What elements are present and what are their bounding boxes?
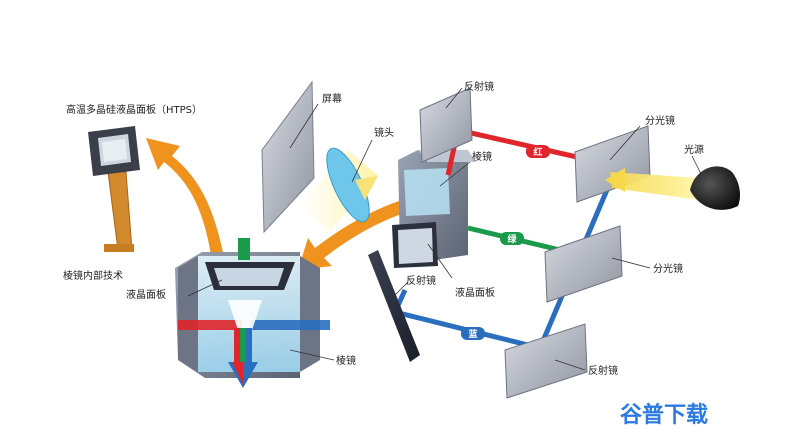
lens [326,139,378,223]
label-mirror-top: 反射镜 [464,80,494,93]
label-htps-panel: 高温多晶硅液晶面板（HTPS） [66,103,202,116]
label-lcd-panel-left: 液晶面板 [126,288,166,301]
label-prism-internal: 棱镜内部技术 [63,269,123,282]
orange-arrow-center [298,195,420,270]
light-source-bulb [690,155,740,210]
label-lcd-panel-center: 液晶面板 [455,286,495,299]
leader-prism-left [289,349,335,361]
leader-lcd-left [187,279,223,297]
htps-panel-chip [88,126,140,252]
label-lens: 镜头 [374,126,394,139]
label-prism-left: 棱镜 [336,354,356,367]
green-beam-label: 绿 [500,232,524,245]
label-dichroic-top: 分光镜 [645,114,675,127]
label-prism-center: 棱镜 [472,150,492,163]
mirror-top [419,87,473,163]
svg-text:红: 红 [533,146,542,158]
orange-arrow-up [146,138,225,262]
mirror-left [368,250,420,362]
watermark: 谷普下载 [620,402,708,428]
light-beam [605,168,700,200]
enlarged-prism-cube [175,238,330,388]
label-screen: 屏幕 [322,92,342,105]
dichroic-mid [544,225,651,303]
red-beam-label: 红 [526,145,550,158]
screen [261,80,319,234]
label-light-source: 光源 [684,143,704,156]
label-mirror-left: 反射镜 [406,274,436,287]
svg-text:绿: 绿 [507,233,517,245]
label-dichroic-mid: 分光镜 [653,262,683,275]
svg-text:蓝: 蓝 [468,328,477,340]
mirror-bottom [504,323,588,399]
center-prism-cube [392,150,476,279]
blue-beam-label: 蓝 [461,327,485,340]
label-mirror-bottom: 反射镜 [588,364,618,377]
